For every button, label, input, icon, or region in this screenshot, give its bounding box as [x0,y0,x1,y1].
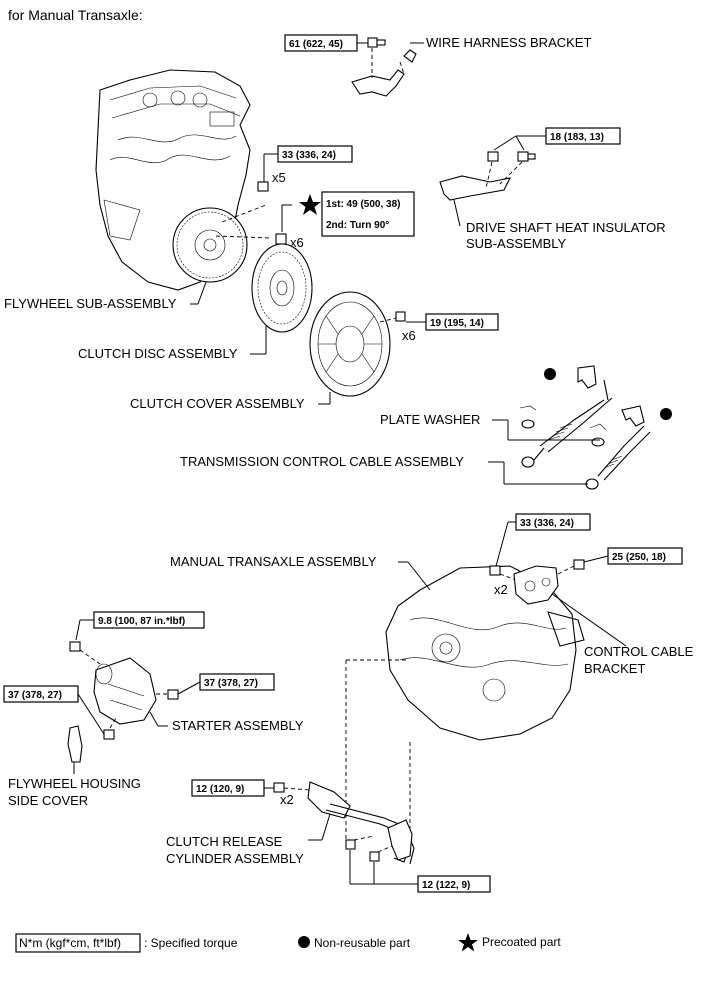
clutch-disc-group: CLUTCH DISC ASSEMBLY [78,243,313,361]
torque-flywheel-upper: 33 (336, 24) [282,150,336,161]
label-flywheel: FLYWHEEL SUB-ASSEMBLY [4,296,177,311]
heat-insulator-part [439,175,511,201]
precoated-star-icon [299,194,321,215]
legend: N*m (kgf*cm, ft*lbf) : Specified torque … [15,933,561,953]
torque-release-cylinder: 12 (120, 9) [196,784,244,795]
release-cylinder-part [307,781,351,819]
label-control-cable-bracket-1: CONTROL CABLE [584,644,694,659]
label-side-cover-2: SIDE COVER [8,793,88,808]
qty-release-cylinder: x2 [280,792,294,807]
torque-wire-harness: 61 (622, 45) [289,39,343,50]
torque-flywheel-2nd: 2nd: Turn 90° [326,220,389,231]
side-cover-part [67,725,83,763]
label-clutch-disc: CLUTCH DISC ASSEMBLY [78,346,238,361]
legend-precoated-text: Precoated part [482,935,561,949]
label-release-cylinder-1: CLUTCH RELEASE [166,834,283,849]
starter-group: 9.8 (100, 87 in.*lbf) 37 (378, 27) 37 (3… [3,611,304,740]
qty-clutch-cover: x6 [402,328,416,343]
clutch-cover-part [309,291,391,397]
label-plate-washer: PLATE WASHER [380,412,480,427]
label-clutch-cover: CLUTCH COVER ASSEMBLY [130,396,305,411]
transaxle-group: MANUAL TRANSAXLE ASSEMBLY [170,554,585,850]
label-side-cover-1: FLYWHEEL HOUSING [8,776,141,791]
legend-precoated-icon [458,933,478,952]
control-cable-bracket-part [513,565,559,605]
torque-release-bracket: 12 (122, 9) [422,880,470,891]
nonreusable-dot-icon-2 [660,408,672,420]
starter-part [93,657,157,725]
torque-control-cable-bracket: 25 (250, 18) [612,552,666,563]
legend-unit-desc: : Specified torque [144,936,238,950]
wire-harness-group: 61 (622, 45) WIRE HARNESS BRACKET [284,34,591,97]
clutch-disc-part [251,243,313,333]
label-release-cylinder-2: CYLINDER ASSEMBLY [166,851,304,866]
wire-harness-bracket-part [351,49,417,97]
label-manual-transaxle: MANUAL TRANSAXLE ASSEMBLY [170,554,377,569]
nonreusable-dot-icon-1 [544,368,556,380]
qty-flywheel-upper: x5 [272,170,286,185]
engine-assembly-illustration [95,69,273,305]
flywheel-part [172,207,248,283]
heat-insulator-group: 18 (183, 13) DRIVE SHAFT HEAT INSULATOR … [439,127,666,251]
torque-starter-upper: 9.8 (100, 87 in.*lbf) [98,616,185,627]
torque-starter-left: 37 (378, 27) [8,690,62,701]
release-cylinder-group: 12 (120, 9) x2 CLUTCH RELEASE CYLINDER A… [166,779,491,893]
side-cover-group: FLYWHEEL HOUSING SIDE COVER [8,725,141,808]
label-starter: STARTER ASSEMBLY [172,718,304,733]
transaxle-bracket-group: 33 (336, 24) x2 25 (250, 18) CONTROL CAB… [489,513,694,676]
qty-flywheel-bolts: x6 [290,235,304,250]
page-title: for Manual Transaxle: [8,7,143,23]
qty-transaxle-bracket: x2 [494,582,508,597]
label-heat-insulator-2: SUB-ASSEMBLY [466,236,567,251]
torque-flywheel-1st: 1st: 49 (500, 38) [326,199,401,210]
torque-heat-insulator: 18 (183, 13) [550,132,604,143]
legend-nonreusable-text: Non-reusable part [314,936,411,950]
torque-transaxle-bracket: 33 (336, 24) [520,518,574,529]
label-control-cable-bracket-2: BRACKET [584,661,645,676]
legend-unit-box: N*m (kgf*cm, ft*lbf) [19,936,121,950]
label-wire-harness-bracket: WIRE HARNESS BRACKET [426,35,591,50]
clutch-cover-group: 19 (195, 14) x6 CLUTCH COVER ASSEMBLY [130,291,499,411]
control-cable-group: PLATE WASHER TRANSMISSION CONTROL CABLE … [180,365,672,490]
label-heat-insulator-1: DRIVE SHAFT HEAT INSULATOR [466,220,666,235]
flywheel-bolts-group: 33 (336, 24) x5 1st: 49 (500, 38) 2nd: T… [257,145,415,250]
torque-starter-right: 37 (378, 27) [204,678,258,689]
legend-nonreusable-icon [298,936,310,948]
torque-clutch-cover: 19 (195, 14) [430,318,484,329]
label-control-cable: TRANSMISSION CONTROL CABLE ASSEMBLY [180,454,464,469]
